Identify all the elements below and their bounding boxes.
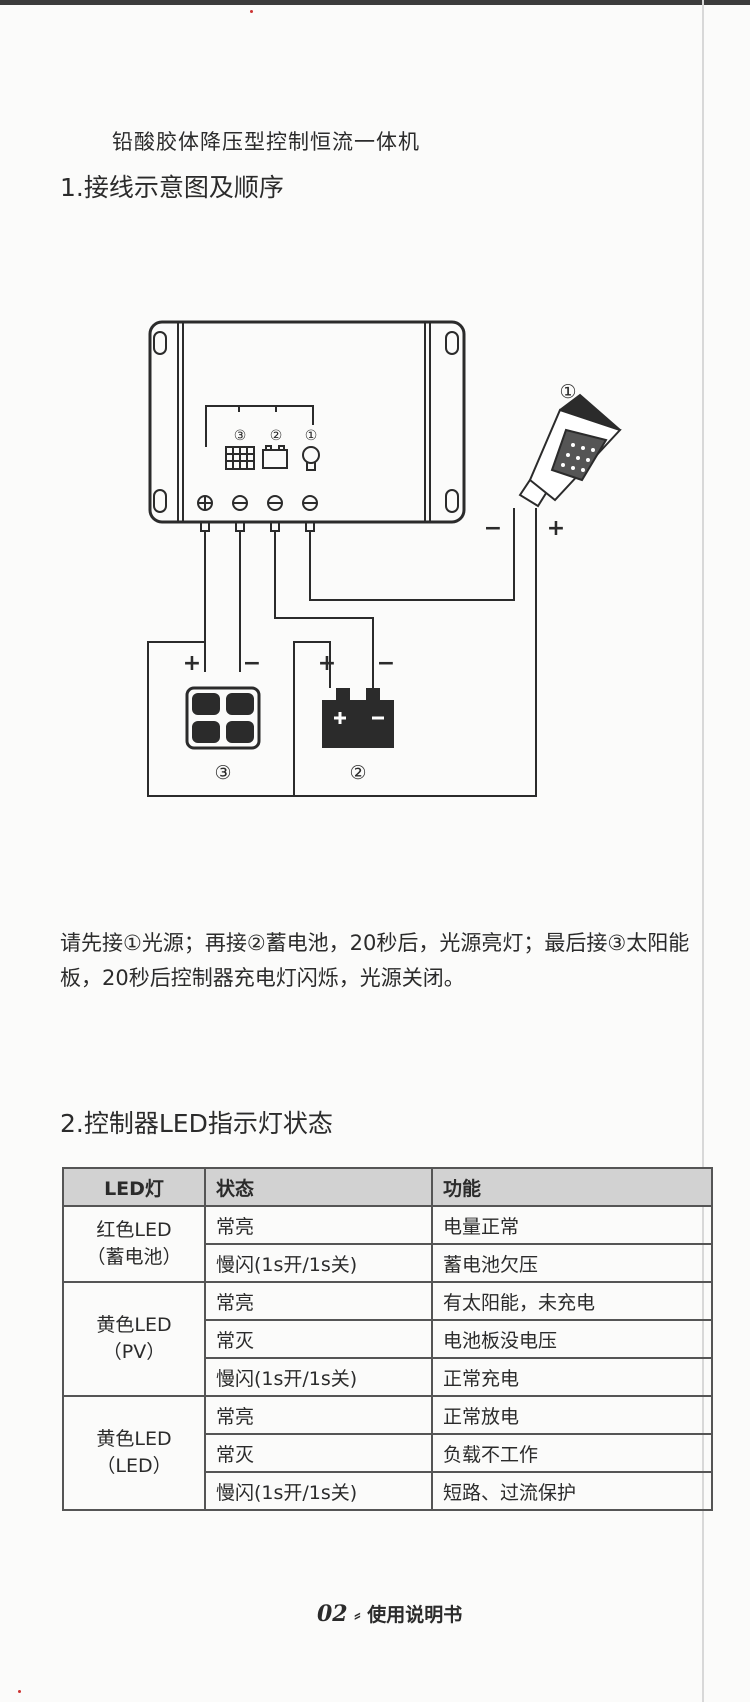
led-red-battery: 红色LED （蓄电池） bbox=[62, 1205, 206, 1283]
state-cell: 常亮 bbox=[204, 1281, 433, 1321]
led-name: 黄色LED bbox=[96, 1314, 172, 1336]
controller-marker-battery: ② bbox=[270, 428, 283, 444]
led-sub: （PV） bbox=[102, 1341, 166, 1363]
solar-plus-label: + bbox=[183, 651, 201, 676]
function-cell: 有太阳能，未充电 bbox=[431, 1281, 713, 1321]
controller-marker-solar: ③ bbox=[234, 428, 247, 444]
wire-lamp-minus bbox=[309, 508, 515, 601]
table-row: 常灭 电池板没电压 bbox=[63, 1319, 713, 1359]
scan-top-edge bbox=[0, 0, 750, 5]
table-row: 常灭 负载不工作 bbox=[63, 1433, 713, 1473]
solar-marker: ③ bbox=[214, 762, 231, 784]
page-footer: 02 ⸗ 使用说明书 bbox=[317, 1600, 462, 1627]
led-sub: （LED） bbox=[96, 1455, 172, 1477]
wire-battery-plus bbox=[274, 531, 374, 640]
state-cell: 常亮 bbox=[204, 1205, 433, 1245]
led-name: 黄色LED bbox=[96, 1428, 172, 1450]
state-cell: 常亮 bbox=[204, 1395, 433, 1435]
bulb-small-icon bbox=[302, 446, 320, 471]
state-cell: 常灭 bbox=[204, 1433, 433, 1473]
solar-minus-label: − bbox=[243, 651, 261, 676]
product-title: 铅酸胶体降压型控制恒流一体机 bbox=[112, 130, 420, 154]
controller-marker-lamp: ① bbox=[305, 428, 318, 444]
function-cell: 正常放电 bbox=[431, 1395, 713, 1435]
lamp-marker: ① bbox=[559, 381, 576, 403]
street-lamp-icon bbox=[518, 393, 622, 508]
function-cell: 蓄电池欠压 bbox=[431, 1243, 713, 1283]
wiring-instructions: 请先接①光源；再接②蓄电池，20秒后，光源亮灯；最后接③太阳能板，20秒后控制器… bbox=[60, 931, 690, 990]
state-cell: 慢闪(1s开/1s关) bbox=[204, 1243, 433, 1283]
lamp-minus-label: − bbox=[484, 516, 502, 541]
section1-heading: 1.接线示意图及顺序 bbox=[60, 173, 284, 202]
led-status-table: LED灯 状态 功能 红色LED （蓄电池） 常亮 电量正常 慢闪(1s开/1s… bbox=[62, 1167, 713, 1511]
scan-speck bbox=[18, 1690, 21, 1693]
table-row: 慢闪(1s开/1s关) 蓄电池欠压 bbox=[63, 1243, 713, 1283]
led-name: 红色LED bbox=[96, 1219, 172, 1241]
function-cell: 正常充电 bbox=[431, 1357, 713, 1397]
header-state: 状态 bbox=[204, 1167, 433, 1207]
battery-icon bbox=[322, 688, 394, 748]
led-yellow-pv: 黄色LED （PV） bbox=[62, 1281, 206, 1397]
header-function: 功能 bbox=[431, 1167, 713, 1207]
table-row: 慢闪(1s开/1s关) 短路、过流保护 bbox=[63, 1471, 713, 1511]
battery-marker: ② bbox=[349, 762, 366, 784]
terminal-row bbox=[197, 495, 318, 532]
function-cell: 负载不工作 bbox=[431, 1433, 713, 1473]
section2-heading: 2.控制器LED指示灯状态 bbox=[60, 1109, 333, 1138]
table-row: 黄色LED （LED） 常亮 正常放电 bbox=[62, 1395, 713, 1511]
solar-panel-small-icon bbox=[225, 446, 255, 470]
function-cell: 电池板没电压 bbox=[431, 1319, 713, 1359]
lamp-plus-label: + bbox=[547, 516, 565, 541]
scan-right-edge bbox=[702, 0, 704, 1702]
state-cell: 慢闪(1s开/1s关) bbox=[204, 1357, 433, 1397]
battery-plus-label: + bbox=[318, 651, 336, 676]
battery-small-icon bbox=[262, 445, 288, 469]
function-cell: 短路、过流保护 bbox=[431, 1471, 713, 1511]
table-row: 慢闪(1s开/1s关) 正常充电 bbox=[63, 1357, 713, 1397]
battery-minus-label: − bbox=[377, 651, 395, 676]
solar-panel-icon bbox=[185, 686, 261, 750]
header-led: LED灯 bbox=[62, 1167, 206, 1207]
controller-box bbox=[148, 320, 466, 524]
footer-label: 使用说明书 bbox=[367, 1604, 463, 1626]
wire-battery-box bbox=[293, 641, 331, 796]
table-header-row: LED灯 状态 功能 bbox=[62, 1167, 713, 1207]
table-row: 黄色LED （PV） 常亮 有太阳能，未充电 bbox=[62, 1281, 713, 1397]
led-sub: （蓄电池） bbox=[86, 1246, 182, 1268]
state-cell: 慢闪(1s开/1s关) bbox=[204, 1471, 433, 1511]
wire-lamp-plus bbox=[147, 508, 537, 797]
function-cell: 电量正常 bbox=[431, 1205, 713, 1245]
page-number: 02 bbox=[317, 1601, 348, 1627]
flourish-icon: ⸗ bbox=[354, 1604, 361, 1626]
led-yellow-led: 黄色LED （LED） bbox=[62, 1395, 206, 1511]
table-row: 红色LED （蓄电池） 常亮 电量正常 bbox=[62, 1205, 713, 1283]
scan-speck bbox=[250, 10, 253, 13]
wiring-diagram: ③ ② ① ① − + + − + − ③ ② bbox=[147, 320, 622, 797]
state-cell: 常灭 bbox=[204, 1319, 433, 1359]
